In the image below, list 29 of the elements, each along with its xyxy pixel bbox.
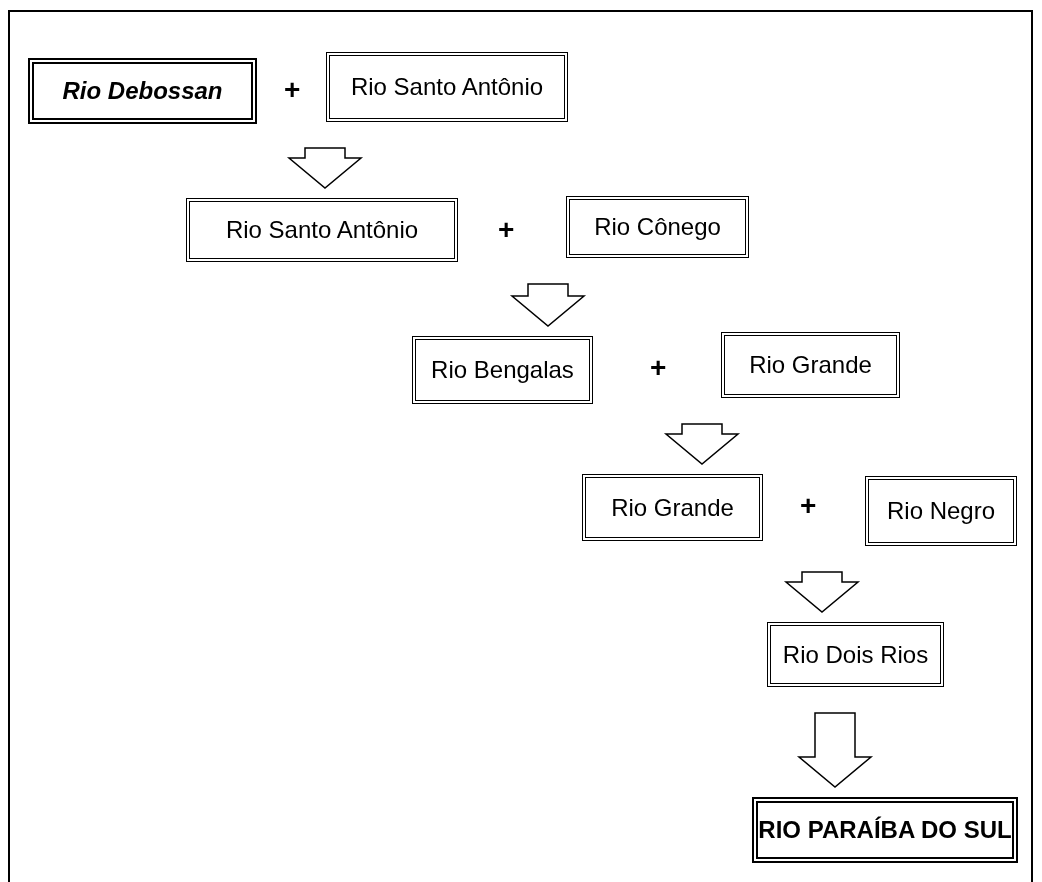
river-name: Rio Grande xyxy=(611,492,734,523)
hollow-arrow xyxy=(783,571,861,613)
plus-sign: + xyxy=(800,492,817,520)
hollow-arrow xyxy=(796,712,874,788)
river-box xyxy=(566,196,749,258)
river-box xyxy=(767,622,944,687)
river-name: Rio Santo Antônio xyxy=(225,215,419,245)
river-name: Rio Santo Antônio xyxy=(350,72,544,102)
river-box xyxy=(752,797,1018,863)
river-name: Rio Cônego xyxy=(594,212,721,242)
river-name: RIO PARAÍBA DO SUL xyxy=(758,815,1012,845)
river-name: Rio Negro xyxy=(886,496,995,526)
river-name: Rio Debossan xyxy=(62,76,223,106)
river-box xyxy=(582,474,763,541)
river-box xyxy=(326,52,568,122)
river-name: Rio Grande xyxy=(749,350,872,380)
plus-sign: + xyxy=(498,216,515,244)
hollow-arrow xyxy=(286,147,364,189)
river-box xyxy=(412,336,593,404)
plus-sign: + xyxy=(650,354,667,382)
hollow-arrow xyxy=(509,283,587,327)
river-name: Rio Bengalas xyxy=(431,355,574,385)
river-box xyxy=(721,332,900,398)
river-box xyxy=(865,476,1017,546)
river-box xyxy=(28,58,257,124)
plus-sign: + xyxy=(284,76,301,104)
river-box xyxy=(186,198,458,262)
hollow-arrow xyxy=(663,423,741,465)
river-name: Rio Dois Rios xyxy=(782,639,929,670)
